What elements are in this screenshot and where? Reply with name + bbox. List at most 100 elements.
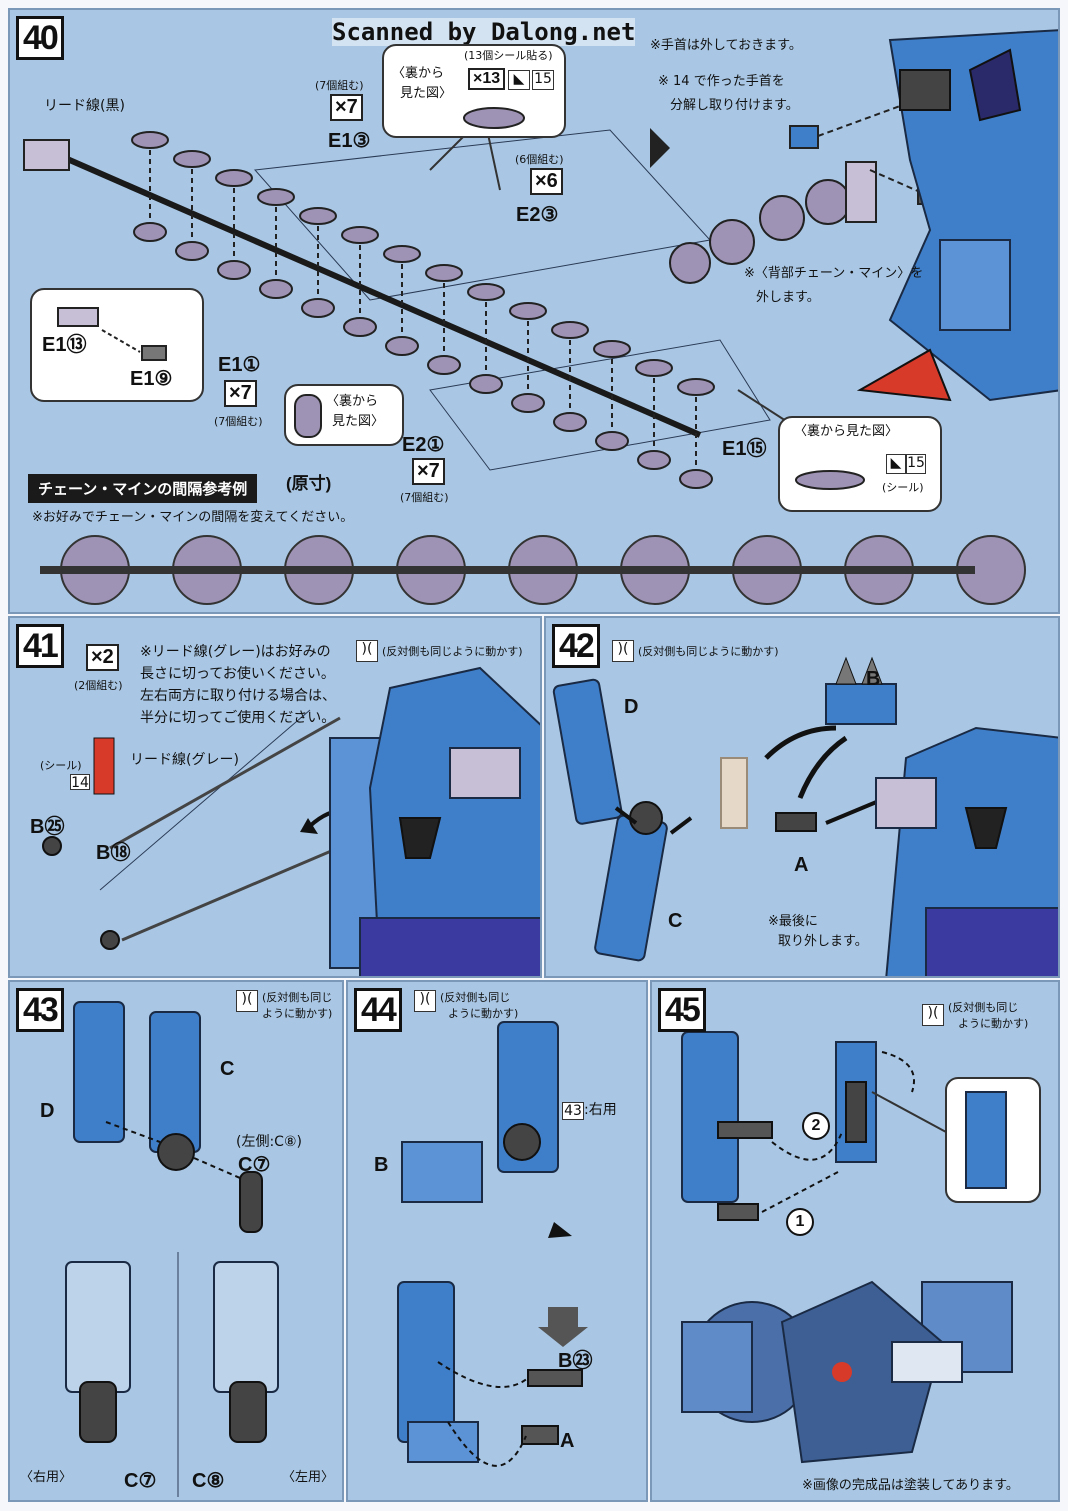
chain-mine-part: [257, 188, 295, 299]
chain-mine-part: [467, 283, 505, 394]
part-d: D: [40, 1100, 55, 1122]
same-other-side-1: (反対側も同じ: [948, 1001, 1019, 1014]
same-other-side-2: ように動かす): [448, 1007, 519, 1020]
part-b23: B㉓: [558, 1350, 593, 1372]
part-e2-3: E2③: [516, 204, 559, 226]
back-view-2-line1: 〈裏から: [326, 394, 379, 409]
part-e2-1: E2①: [402, 434, 445, 456]
multiplier-7-b: ×7: [224, 380, 257, 407]
step-43-panel: 43 )( (反対側も同じ ように動かす) D C (左側:C⑧) C⑦ 〈右用…: [8, 980, 344, 1502]
scan-credit: Scanned by Dalong.net: [332, 18, 636, 46]
sub-assembly-callout: E1⑬ E1⑨: [30, 288, 204, 402]
mecha-shoulder-illustration: [329, 666, 540, 976]
mirror-icon: )(: [236, 990, 258, 1012]
mine-side-icon: [795, 470, 865, 490]
chain-mine-part: [551, 321, 589, 432]
sticker-15-number: 15: [532, 70, 554, 90]
group-6-note: (6個組む): [515, 153, 564, 166]
note-chain-remove-1: ※〈背部チェーン・マイン〉を: [744, 266, 924, 281]
group-7-note: (7個組む): [315, 79, 364, 92]
last-remove-1: ※最後に: [768, 914, 818, 929]
mecha-torso-illustration: [856, 29, 1058, 402]
chain-mine-part: [131, 131, 169, 242]
group-2-note: (2個組む): [74, 679, 123, 692]
lead-wire-grey-label: リード線(グレー): [130, 752, 239, 768]
part-c8-bottom: C⑧: [192, 1470, 225, 1492]
chain-mine-part: [509, 302, 547, 413]
note-hand-attach-2: 分解し取り付けます。: [670, 98, 799, 113]
back-view-callout-2: 〈裏から 見た図〉: [284, 384, 404, 446]
same-other-side-1: (反対側も同じ: [440, 991, 511, 1004]
mirror-icon: )(: [414, 990, 436, 1012]
sticker-14-number: 14: [70, 774, 90, 791]
part-c: C: [668, 910, 683, 932]
part-e1-13: E1⑬: [42, 334, 87, 356]
part-c7-bottom: C⑦: [124, 1470, 157, 1492]
chain-mine-part: [341, 226, 379, 337]
right-use-label: 〈右用〉: [20, 1470, 73, 1485]
step-number: 43: [16, 988, 64, 1032]
spacing-note: ※お好みでチェーン・マインの間隔を変えてください。: [32, 510, 354, 525]
actual-size-label: (原寸): [286, 474, 332, 493]
lead-note-1: ※リード線(グレー)はお好みの: [140, 644, 331, 660]
mine-front-icon: [294, 394, 322, 438]
lead-wire-black-label: リード線(黒): [44, 98, 125, 114]
same-other-side-2: ように動かす): [262, 1007, 333, 1020]
multiplier-7-c: ×7: [412, 458, 445, 485]
part-e1-15: E1⑮: [722, 438, 767, 460]
chain-mine-part: [635, 359, 673, 470]
step-number: 42: [552, 624, 600, 668]
step-41-panel: 41 ×2 (2個組む) ※リード線(グレー)はお好みの 長さに切ってお使いくだ…: [8, 616, 542, 978]
group-7-note-b: (7個組む): [214, 415, 263, 428]
part-e1-3: E1③: [328, 130, 371, 152]
lead-note-4: 半分に切ってご使用ください。: [140, 710, 336, 726]
back-view-2-line2: 見た図〉: [332, 414, 385, 429]
back-view-callout-3: 〈裏から見た図〉 ◣ 15 (シール): [778, 416, 942, 512]
part-d: D: [624, 696, 639, 718]
chain-mine-part: [173, 150, 211, 261]
mecha-shoulder-illustration-2: [875, 726, 1058, 976]
multiplier-13: ×13: [468, 68, 506, 90]
back-view-3-label: 〈裏から見た図〉: [794, 424, 899, 439]
step-44-illustration: [397, 1021, 588, 1467]
mine-parts-top: [131, 131, 715, 489]
step-43-illustration: [65, 1001, 279, 1497]
right-use-label: :右用: [584, 1102, 617, 1118]
left-side-note: (左側:C⑧): [236, 1134, 302, 1150]
part-b: B: [866, 668, 881, 690]
sticker-icon-2: ◣: [886, 454, 906, 474]
chain-mine-part: [677, 378, 715, 489]
back-view-callout: (13個シール貼る) 〈裏から 見た図〉 ×13 ◣ 15: [382, 44, 566, 138]
step-40-panel: 40 Scanned by Dalong.net リード線(黒) (7個組む) …: [8, 8, 1060, 614]
step-41-illustration: [42, 666, 540, 976]
same-other-side: (反対側も同じように動かす): [638, 645, 779, 658]
step-43-ref: 43: [562, 1102, 584, 1120]
part-a: A: [560, 1430, 575, 1452]
chain-mine-part: [425, 264, 463, 375]
clip-part-icon: [57, 307, 167, 361]
same-other-side: (反対側も同じように動かす): [382, 645, 523, 658]
step-number: 44: [354, 988, 402, 1032]
chain-mine-part: [593, 340, 631, 451]
left-use-label: 〈左用〉: [282, 1470, 335, 1485]
lead-note-2: 長さに切ってお使いください。: [140, 666, 335, 682]
part-b25: B㉕: [30, 816, 65, 838]
step-42-illustration: [552, 656, 1058, 976]
part-c: C: [220, 1058, 235, 1080]
chain-mine-reference-row: [60, 535, 1026, 605]
sticker-13-note: (13個シール貼る): [464, 49, 553, 62]
step-44-panel: 44 )( (反対側も同じ ように動かす) 43 :右用 B B㉓ A: [346, 980, 648, 1502]
group-7-note-c: (7個組む): [400, 491, 449, 504]
mirror-icon: )(: [922, 1004, 944, 1026]
step-number: 41: [16, 624, 64, 668]
step-40-illustration: [23, 29, 1058, 605]
part-b18: B⑱: [96, 842, 131, 864]
finished-model-photo: [672, 1272, 1052, 1482]
back-view-label-2: 見た図〉: [400, 86, 453, 101]
sticker-label: (シール): [40, 759, 82, 772]
last-remove-2: 取り外します。: [778, 934, 868, 949]
lead-note-3: 左右両方に取り付ける場合は、: [140, 688, 336, 704]
step-45-illustration: [672, 1031, 1052, 1482]
back-view-label-1: 〈裏から: [392, 66, 445, 81]
part-c7: C⑦: [238, 1154, 271, 1176]
